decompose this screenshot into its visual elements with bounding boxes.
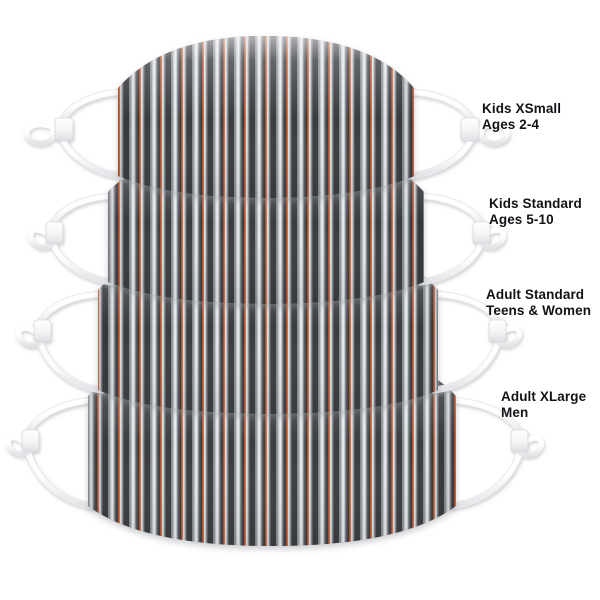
ear-loops-adult-xlarge — [5, 396, 545, 510]
size-label-kids-xsmall: Kids XSmall Ages 2-4 — [482, 101, 561, 132]
size-label-line1: Kids XSmall — [482, 101, 562, 116]
size-label-line2: Ages 2-4 — [482, 116, 540, 132]
adjustable-slider-bead — [488, 319, 507, 343]
size-label-kids-standard: Kids Standard Ages 5-10 — [489, 196, 582, 227]
adjustable-slider-bead — [460, 117, 480, 142]
adjustable-slider-bead — [54, 117, 74, 142]
size-label-line1: Kids Standard — [489, 196, 582, 211]
size-label-line2: Ages 5-10 — [489, 211, 554, 227]
adjustable-slider-bead — [510, 429, 529, 453]
ear-loops-adult-standard — [15, 290, 523, 394]
adjustable-slider-bead — [33, 319, 52, 343]
size-label-line2: Men — [501, 404, 529, 420]
ear-loops-kids-xsmall — [24, 88, 510, 180]
size-label-line2: Teens & Women — [486, 302, 592, 318]
ear-loops-kids-standard — [27, 192, 507, 286]
adjustable-slider-bead — [45, 221, 64, 245]
size-label-line1: Adult Standard — [486, 287, 585, 302]
size-label-adult-standard: Adult Standard Teens & Women — [486, 287, 591, 318]
adjustable-slider-bead — [21, 429, 40, 453]
adjustable-slider-bead — [472, 221, 491, 245]
size-label-adult-xlarge: Adult XLarge Men — [501, 389, 586, 420]
mask-kids-xsmall — [24, 36, 510, 198]
size-label-line1: Adult XLarge — [501, 389, 587, 404]
